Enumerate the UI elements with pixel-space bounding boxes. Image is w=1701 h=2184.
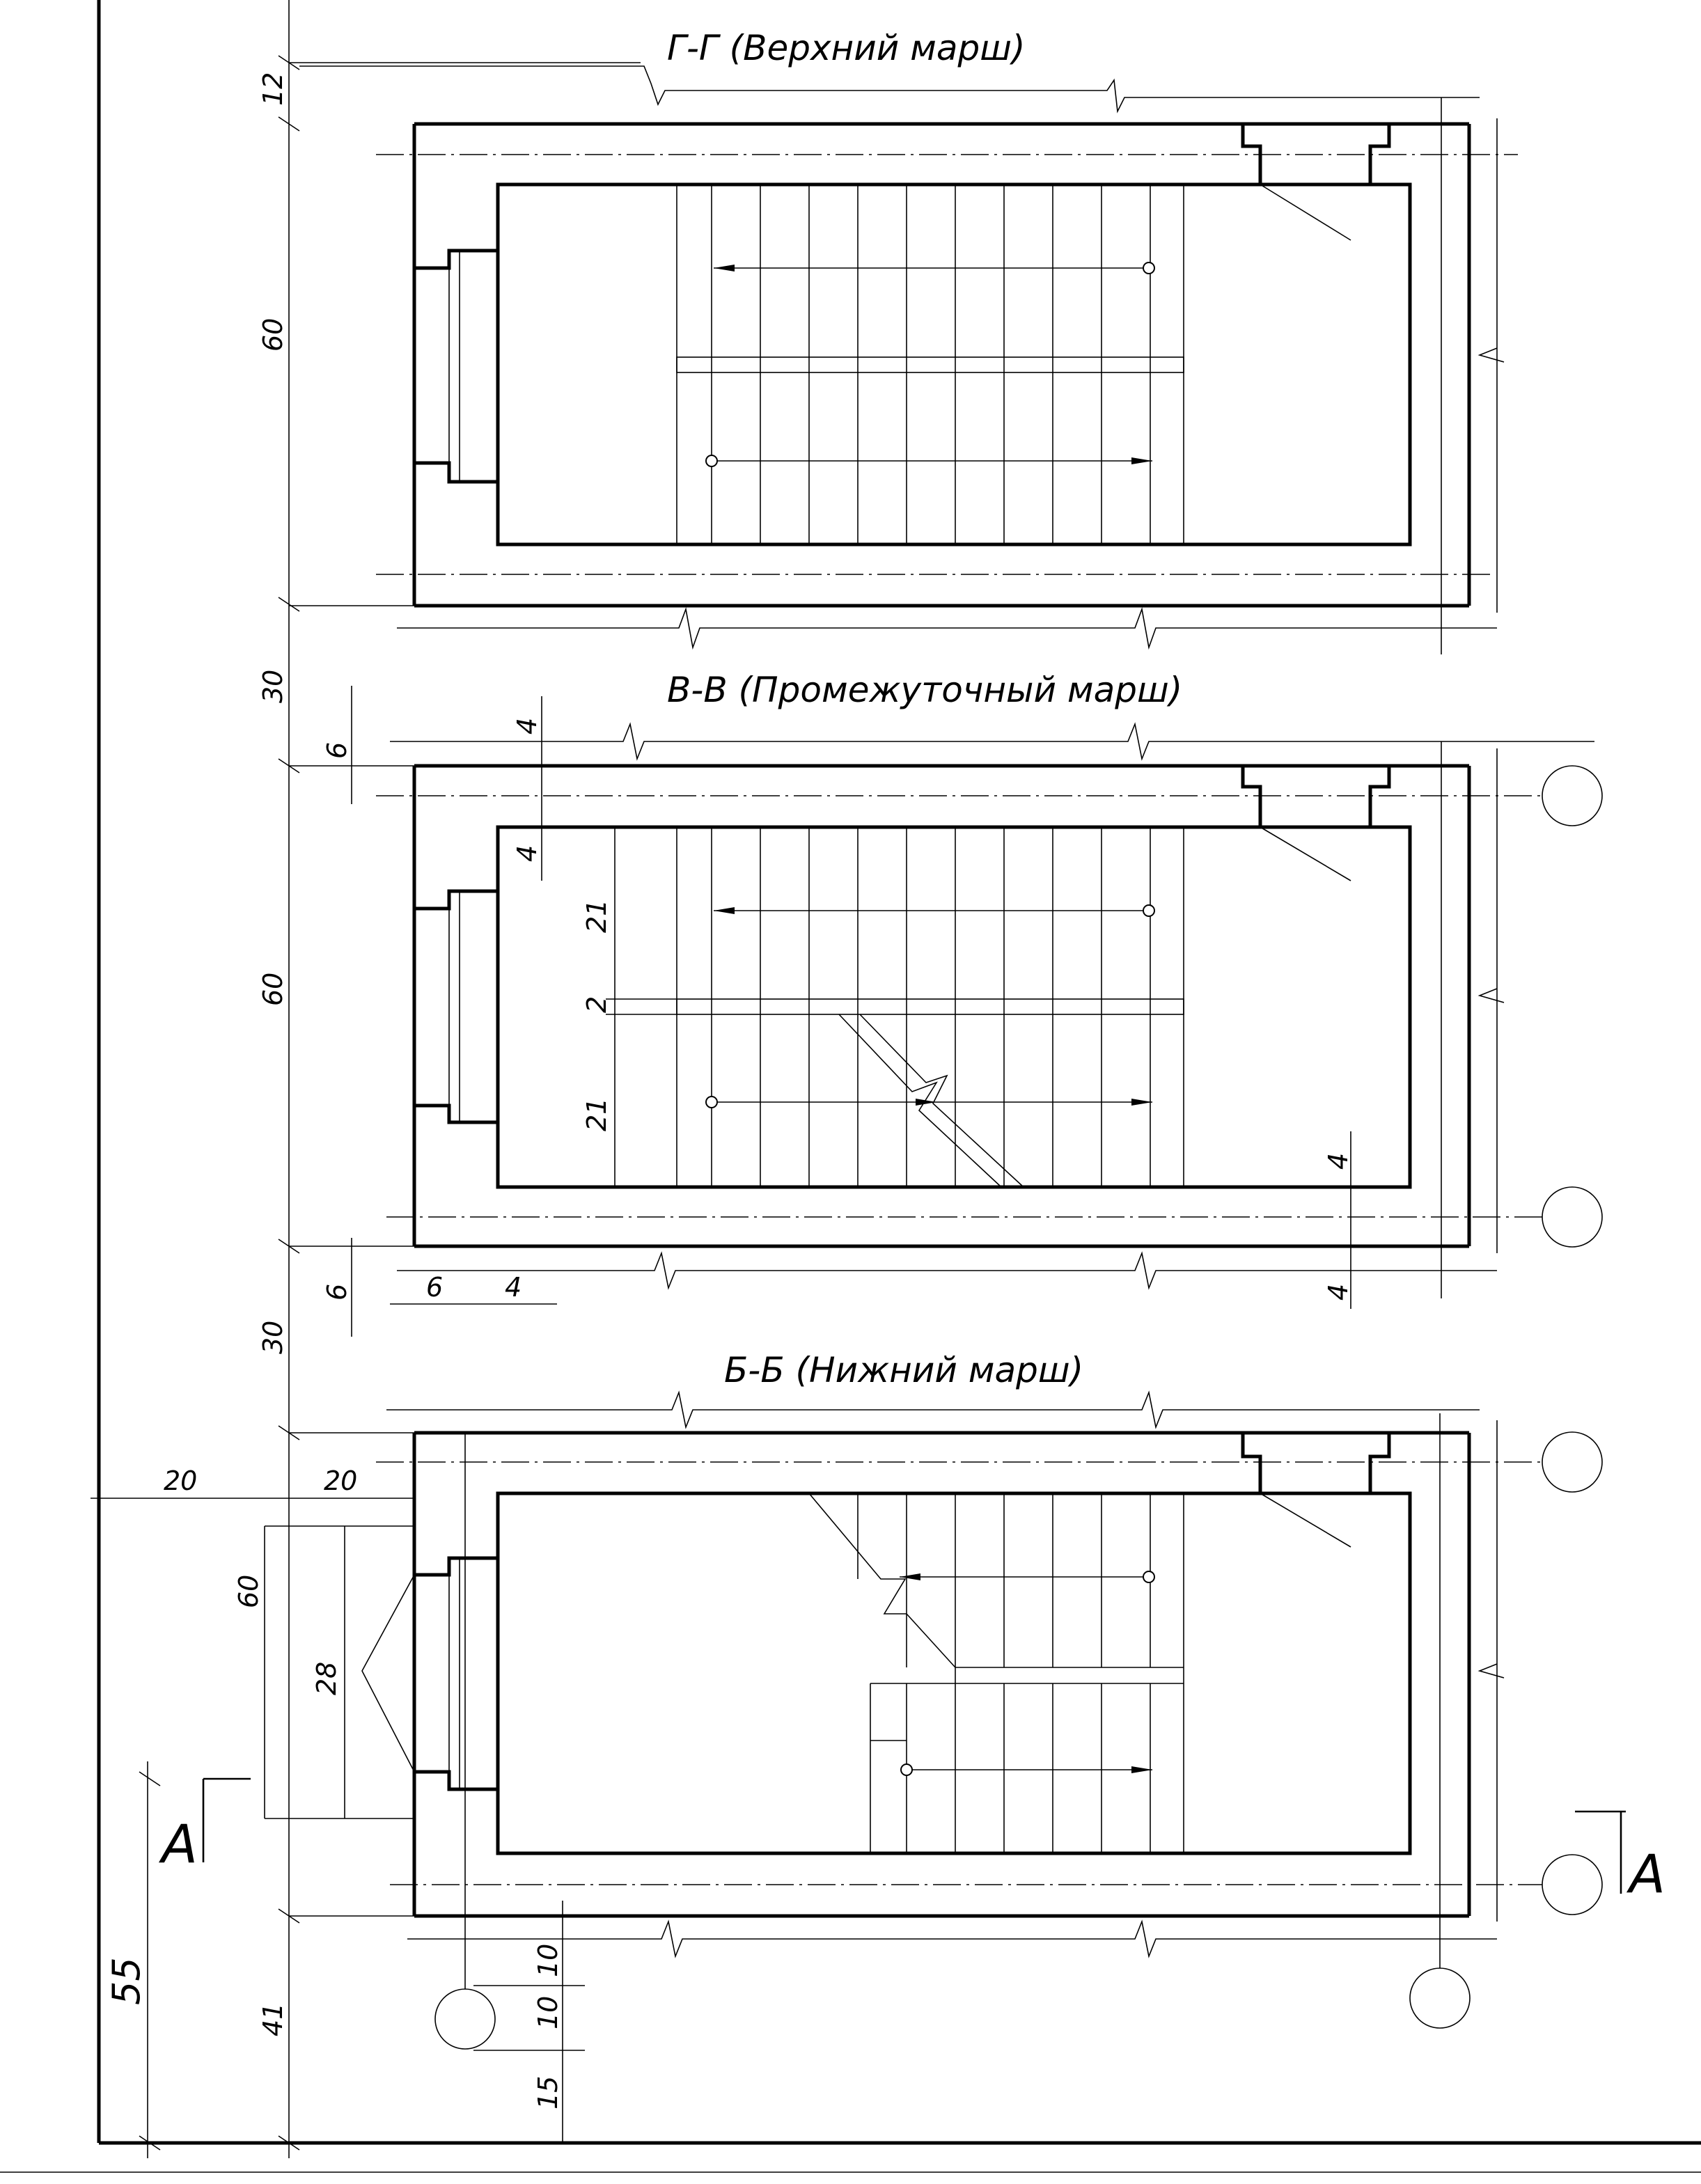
middle-plan: В-В (Промежуточный марш)	[322, 670, 1603, 1337]
dim-label: 2	[581, 996, 612, 1013]
dim-label: 12	[258, 72, 288, 106]
upper-section-title: Г-Г (Верхний марш)	[667, 28, 1025, 68]
middle-stair-treads	[676, 827, 1184, 1187]
dim-label: 6	[426, 1272, 443, 1303]
dim-label: 10	[533, 1996, 563, 2029]
dim-label: 28	[311, 1662, 342, 1695]
axis-marker-circle	[1409, 1967, 1471, 2029]
middle-section-title: В-В (Промежуточный марш)	[667, 670, 1182, 710]
dim-label: 60	[258, 973, 288, 1006]
lower-plan: Б-Б (Нижний марш)	[91, 1350, 1665, 2144]
dim-label: 60	[258, 318, 288, 352]
lower-section-title: Б-Б (Нижний марш)	[724, 1350, 1083, 1390]
dim-label: 21	[581, 1098, 612, 1131]
dim-label: 6	[322, 1284, 352, 1301]
dim-label: 4	[512, 845, 542, 862]
axis-marker-circle	[1542, 1431, 1603, 1493]
dim-label: 60	[233, 1575, 264, 1608]
dim-label: 30	[258, 1321, 288, 1354]
upper-plan: Г-Г (Верхний марш)	[299, 28, 1518, 654]
dim-label: 20	[164, 1466, 197, 1496]
dim-label: 4	[505, 1272, 522, 1303]
dim-label: 10	[533, 1944, 563, 1977]
dim-label: 41	[258, 2003, 288, 2036]
axis-marker-circle	[1542, 765, 1603, 826]
dim-label: 21	[581, 899, 612, 933]
vertical-dimension-chain: 12 60 30 60 30 41 55	[104, 0, 641, 2158]
dim-label: 4	[1323, 1284, 1354, 1301]
axis-marker-circle	[434, 1988, 496, 2050]
dim-label: 15	[533, 2076, 563, 2110]
dim-label: 30	[258, 670, 288, 703]
cut-label-left: A	[158, 1813, 198, 1875]
lower-stair-treads	[808, 1493, 1184, 1853]
dim-label: 20	[324, 1466, 357, 1496]
dim-label: 6	[322, 742, 352, 759]
upper-stair-treads	[676, 184, 1184, 544]
axis-marker-circle	[1542, 1854, 1603, 1915]
dim-label: 55	[104, 1957, 148, 2005]
dim-label: 4	[1323, 1153, 1354, 1170]
axis-marker-circle	[1542, 1186, 1603, 1248]
cut-label-right: A	[1626, 1843, 1665, 1905]
dim-label: 4	[512, 718, 542, 734]
